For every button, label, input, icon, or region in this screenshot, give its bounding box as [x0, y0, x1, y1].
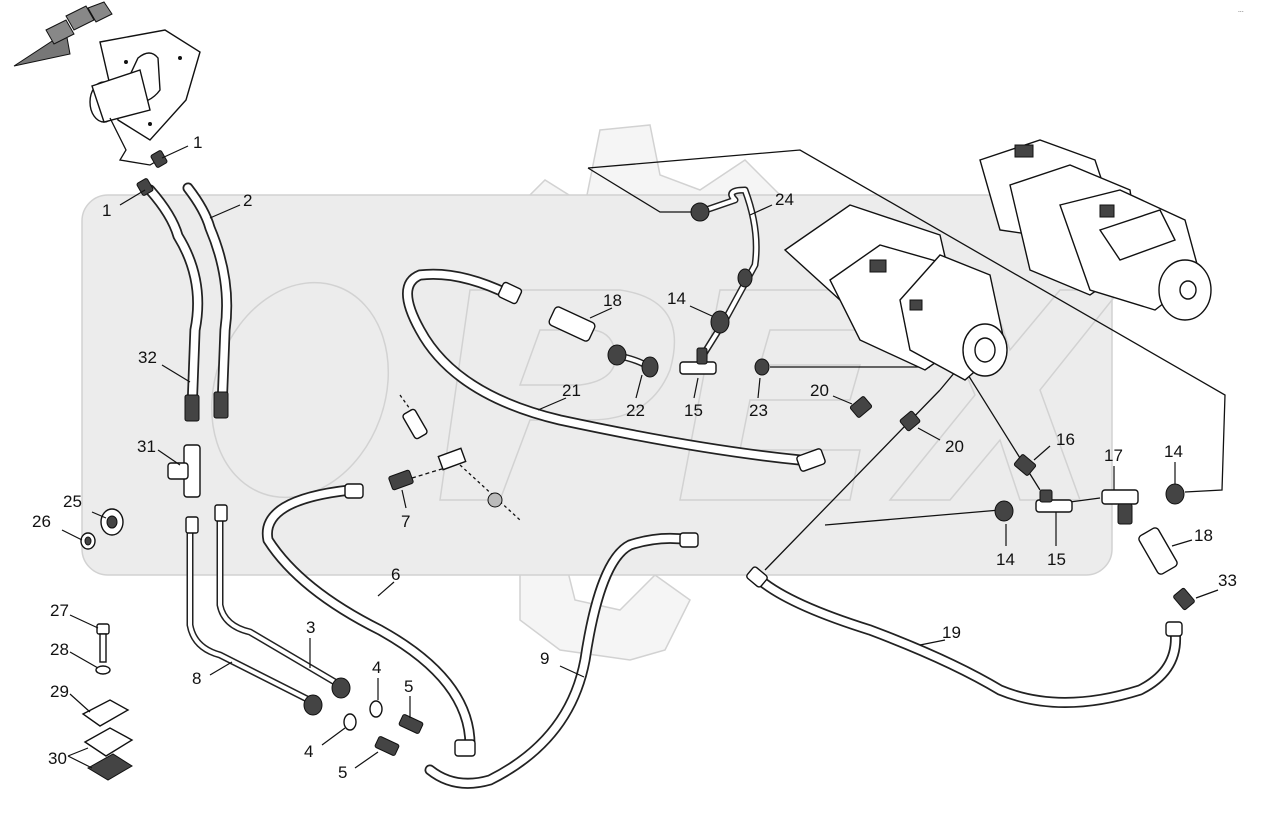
fitting-14b — [994, 500, 1014, 522]
callout-8: 8 — [192, 669, 201, 688]
hose-end-21 — [497, 281, 826, 472]
clamp-plate-29 — [81, 699, 130, 727]
callout-4b: 4 — [304, 742, 313, 761]
valve-block-assembly — [783, 139, 1212, 381]
callout-labels: 1 1 2 3 4 4 5 5 6 7 8 9 14 14 14 15 15 1… — [32, 133, 1237, 782]
fitting-14a — [690, 202, 753, 334]
tee-15a — [679, 347, 717, 375]
callout-20a: 20 — [810, 381, 829, 400]
callout-26: 26 — [32, 512, 51, 531]
callout-30: 30 — [48, 749, 67, 768]
filter-18a — [548, 306, 596, 342]
clamp-30 — [83, 727, 134, 781]
callout-23: 23 — [749, 401, 768, 420]
nut-25 — [100, 508, 124, 536]
callout-15a: 15 — [684, 401, 703, 420]
hose-end-9 — [679, 532, 699, 548]
fitting-7 — [388, 447, 467, 491]
fitting-14c — [1165, 483, 1185, 505]
filter-18b — [1138, 527, 1178, 575]
callout-17: 17 — [1104, 446, 1123, 465]
fitting-1b — [136, 178, 154, 196]
loose-hose-end — [399, 394, 521, 521]
callout-27: 27 — [50, 601, 69, 620]
hose-end-6 — [344, 483, 476, 757]
hose-end-19 — [746, 566, 1183, 637]
fitting-1a — [150, 150, 168, 168]
leader-lines — [61, 145, 1219, 769]
fitting-4-5 — [303, 677, 424, 756]
callout-22: 22 — [626, 401, 645, 420]
tee-fitting-31 — [167, 391, 229, 534]
callout-1b: 1 — [102, 201, 111, 220]
callout-5b: 5 — [338, 763, 347, 782]
nut-26 — [80, 532, 96, 550]
callout-21: 21 — [562, 381, 581, 400]
callout-3: 3 — [306, 618, 315, 637]
callout-31: 31 — [137, 437, 156, 456]
plug-23 — [754, 358, 770, 376]
callout-2: 2 — [243, 191, 252, 210]
callout-1a: 1 — [193, 133, 202, 152]
fitting-33 — [1173, 587, 1195, 611]
callout-24: 24 — [775, 190, 794, 209]
callout-20b: 20 — [945, 437, 964, 456]
callout-29: 29 — [50, 682, 69, 701]
callout-33: 33 — [1218, 571, 1237, 590]
fittings — [80, 150, 1195, 781]
callout-18a: 18 — [603, 291, 622, 310]
callout-15b: 15 — [1047, 550, 1066, 569]
callout-16: 16 — [1056, 430, 1075, 449]
tee-15b — [1035, 489, 1073, 513]
callout-5a: 5 — [404, 677, 413, 696]
fitting-20a — [849, 396, 873, 418]
callout-18b: 18 — [1194, 526, 1213, 545]
callout-19: 19 — [942, 623, 961, 642]
fitting-16 — [1013, 454, 1037, 476]
fitting-22 — [607, 344, 659, 378]
callout-9: 9 — [540, 649, 549, 668]
callout-4a: 4 — [372, 658, 381, 677]
tee-17 — [1101, 489, 1139, 525]
pedal-valve-housing — [89, 29, 201, 166]
callout-14b: 14 — [996, 550, 1015, 569]
callout-25: 25 — [63, 492, 82, 511]
washer-28 — [95, 665, 111, 675]
callout-7: 7 — [401, 512, 410, 531]
callout-6: 6 — [391, 565, 400, 584]
callout-14a: 14 — [667, 289, 686, 308]
fitting-20b — [899, 410, 921, 432]
callout-32: 32 — [138, 348, 157, 367]
bolt-27 — [96, 623, 110, 663]
callout-14c: 14 — [1164, 442, 1183, 461]
direction-arrow-icon — [13, 1, 113, 67]
corner-code: ... — [1238, 7, 1244, 14]
callout-28: 28 — [50, 640, 69, 659]
hose-lines — [144, 182, 1182, 789]
